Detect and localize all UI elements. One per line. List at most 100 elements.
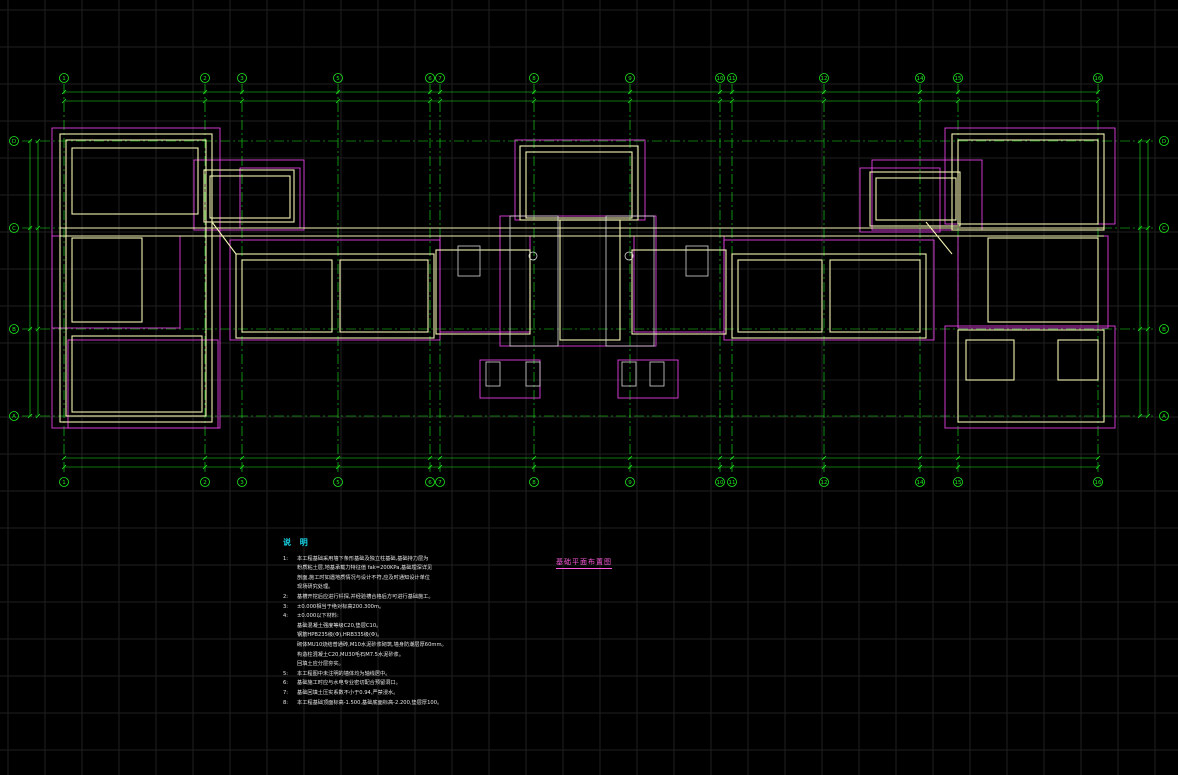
footing-outline bbox=[944, 325, 1116, 429]
dimension-tick bbox=[61, 98, 67, 104]
note-number: 5: bbox=[283, 670, 289, 677]
note-text: 本工程图中未注明的墙体均为轴线居中。 bbox=[297, 670, 391, 677]
footing-outline bbox=[499, 215, 657, 347]
note-number bbox=[283, 622, 297, 632]
axis-bubble bbox=[9, 324, 19, 334]
axis-label: 3 bbox=[240, 480, 244, 486]
axis-bubble bbox=[1159, 223, 1169, 233]
dimension-tick bbox=[717, 98, 723, 104]
axis-bubble bbox=[435, 477, 445, 487]
wall-outline bbox=[965, 339, 1015, 381]
axis-bubble bbox=[435, 73, 445, 83]
axis-label: 15 bbox=[955, 76, 962, 82]
axis-label: 12 bbox=[821, 480, 828, 486]
axis-label: 1 bbox=[62, 76, 66, 82]
axis-bubble bbox=[715, 477, 725, 487]
dimension-tick bbox=[821, 98, 827, 104]
note-text: 基础混凝土强度等级C20,垫层C10。 bbox=[297, 622, 382, 629]
axis-label: 6 bbox=[428, 480, 432, 486]
wall-outline bbox=[209, 175, 291, 219]
note-text: 砌体MU10烧结普通砖,M10水泥砂浆砌筑,墙身防潮层厚60mm。 bbox=[297, 641, 447, 648]
axis-bubble bbox=[625, 477, 635, 487]
foundation-walls bbox=[59, 133, 1105, 423]
axis-label: 5 bbox=[336, 76, 340, 82]
dimension-tick bbox=[1145, 225, 1151, 231]
axis-label: B bbox=[12, 327, 16, 333]
wall-outline bbox=[731, 253, 927, 339]
notes-panel: 说 明 1:本工程基础采用墙下条形基础及独立柱基础,基础持力层为粉质粘土层,地基… bbox=[283, 538, 643, 708]
axis-labels: 1122335566778899101011111212141415151616… bbox=[9, 73, 1169, 487]
axis-bubble bbox=[1159, 411, 1169, 421]
dimension-tick bbox=[1145, 138, 1151, 144]
pier-block bbox=[457, 245, 481, 277]
axis-label: 9 bbox=[628, 76, 632, 82]
wall-outline bbox=[957, 329, 1105, 423]
note-text: ±0.000以下材料: bbox=[297, 613, 339, 620]
axis-bubble bbox=[9, 136, 19, 146]
axis-label: B bbox=[1162, 327, 1166, 333]
note-item: 剖面,施工时如遇地质情况与设计不符,应及时通知设计单位 bbox=[283, 574, 643, 584]
note-item: 6:基础施工时应与水电专业密切配合预留洞口。 bbox=[283, 679, 643, 689]
axis-bubble bbox=[1093, 477, 1103, 487]
axis-bubble bbox=[915, 73, 925, 83]
note-number: 6: bbox=[283, 680, 289, 687]
wall-outline bbox=[203, 169, 295, 223]
pier-block bbox=[525, 361, 541, 387]
dimension-lines bbox=[27, 89, 1151, 470]
pier-block bbox=[621, 361, 637, 387]
axis-label: D bbox=[1162, 139, 1166, 145]
axis-label: 14 bbox=[917, 480, 924, 486]
axis-label: 16 bbox=[1095, 480, 1102, 486]
axis-bubble bbox=[529, 477, 539, 487]
axis-label: 5 bbox=[336, 480, 340, 486]
axis-label: C bbox=[1162, 226, 1166, 232]
dimension-tick bbox=[335, 98, 341, 104]
axis-label: 2 bbox=[203, 76, 207, 82]
axis-bubble bbox=[529, 73, 539, 83]
axis-label: 6 bbox=[428, 76, 432, 82]
axis-bubble bbox=[59, 477, 69, 487]
wall-outline bbox=[435, 249, 531, 335]
wall-outline bbox=[71, 237, 143, 323]
dimension-tick bbox=[35, 413, 41, 419]
footing-outline bbox=[723, 239, 935, 341]
axis-label: 10 bbox=[717, 480, 724, 486]
axis-bubble bbox=[237, 477, 247, 487]
note-item: 砌体MU10烧结普通砖,M10水泥砂浆砌筑,墙身防潮层厚60mm。 bbox=[283, 641, 643, 651]
note-item: 2:基槽开挖后应进行钎探,并经验槽合格后方可进行基础施工。 bbox=[283, 593, 643, 603]
wall-outline bbox=[241, 259, 333, 333]
axis-bubble bbox=[727, 477, 737, 487]
axis-bubble bbox=[200, 73, 210, 83]
axis-bubble bbox=[237, 73, 247, 83]
wall-outline bbox=[869, 171, 961, 227]
dimension-tick bbox=[1145, 326, 1151, 332]
axis-bubble bbox=[333, 73, 343, 83]
note-text: 构造柱混凝土C20,MU30毛石M7.5水泥砂浆。 bbox=[297, 651, 404, 658]
pier-block bbox=[605, 215, 655, 347]
axis-label: 14 bbox=[917, 76, 924, 82]
note-item: 4: ±0.000以下材料: bbox=[283, 612, 643, 622]
axis-label: 12 bbox=[821, 76, 828, 82]
wall-outline bbox=[71, 147, 199, 215]
column-marker bbox=[624, 251, 634, 261]
axis-bubble bbox=[59, 73, 69, 83]
note-number bbox=[283, 583, 297, 593]
axis-label: C bbox=[12, 226, 16, 232]
stair-wall bbox=[559, 219, 621, 341]
note-text: 现场研究处理。 bbox=[297, 584, 334, 591]
note-number: 4: bbox=[283, 613, 289, 620]
drawing-title: 基础平面布置图 bbox=[556, 557, 612, 569]
dimension-tick bbox=[1095, 98, 1101, 104]
axis-label: 8 bbox=[532, 76, 536, 82]
wall-outline bbox=[235, 253, 435, 339]
dimension-tick bbox=[437, 98, 443, 104]
note-item: 7:基础回填土压实系数不小于0.94,严禁浸水。 bbox=[283, 689, 643, 699]
axis-bubble bbox=[333, 477, 343, 487]
note-text: 基槽开挖后应进行钎探,并经验槽合格后方可进行基础施工。 bbox=[297, 593, 434, 600]
dimension-tick bbox=[729, 98, 735, 104]
axis-bubble bbox=[1093, 73, 1103, 83]
note-item: 粉质粘土层,地基承载力特征值 fak=200KPa,基础埋深详见 bbox=[283, 564, 643, 574]
notes-list: 1:本工程基础采用墙下条形基础及独立柱基础,基础持力层为粉质粘土层,地基承载力特… bbox=[283, 555, 643, 709]
dimension-tick bbox=[955, 98, 961, 104]
